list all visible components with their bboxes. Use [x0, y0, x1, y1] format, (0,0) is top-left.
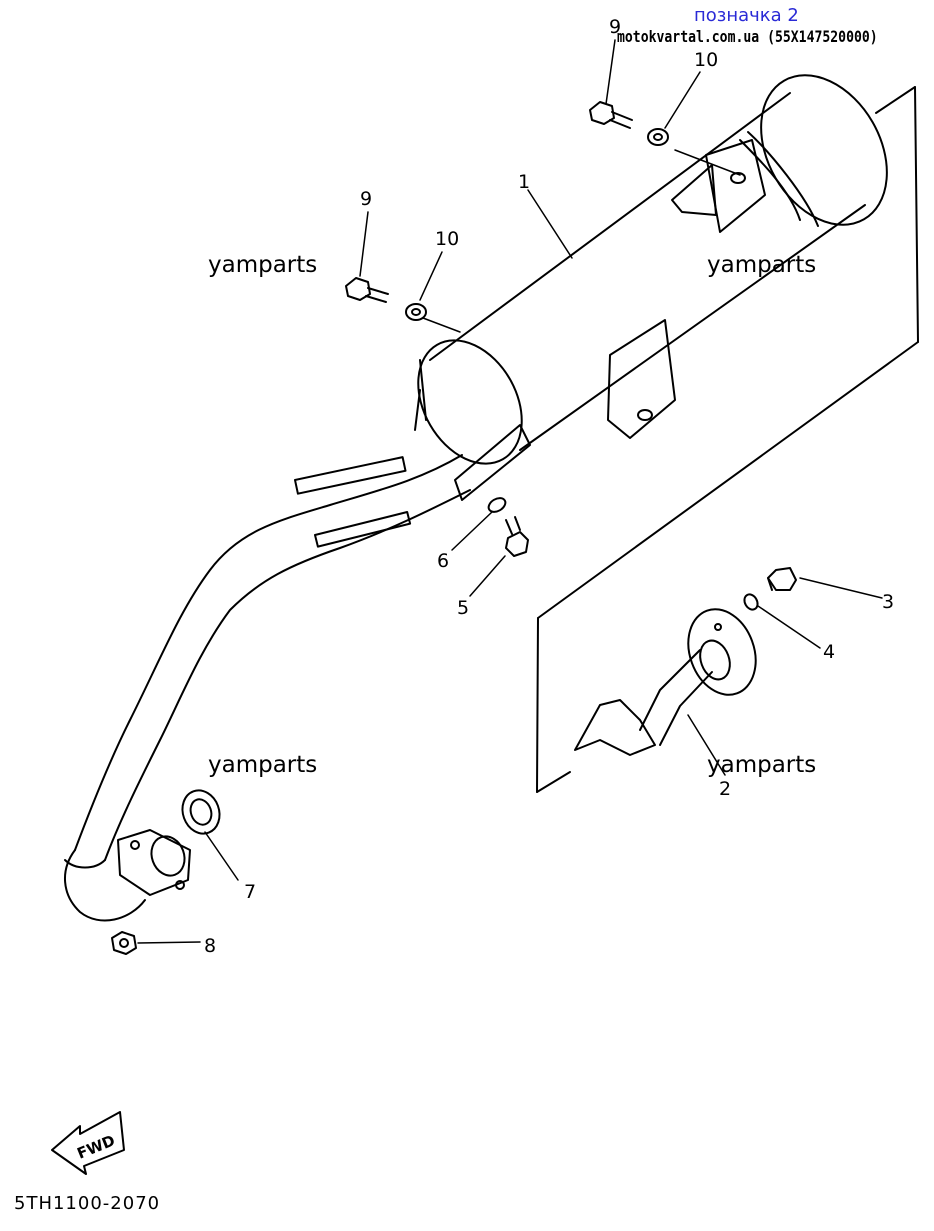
mount-bolt-rear: [589, 101, 633, 129]
callout-mount-washer-rear: 10: [694, 49, 718, 71]
callout-arrester-bolt: 3: [882, 591, 894, 613]
exhaust-pipe: [63, 454, 471, 922]
callout-mount-washer-front: 10: [435, 228, 459, 250]
watermark: yamparts: [707, 252, 817, 278]
callout-flange-nut: 8: [204, 935, 216, 957]
exhaust-flange: [117, 829, 191, 896]
callout-bracket-bolt: 5: [457, 597, 469, 619]
diagram-code: 5TH1100-2070: [14, 1193, 161, 1214]
fwd-label: FWD: [74, 1131, 117, 1162]
callout-bracket-washer: 6: [437, 550, 449, 572]
front-bracket: [607, 319, 676, 439]
callout-mount-bolt-rear: 9: [609, 16, 621, 38]
arrester-washer: [743, 593, 759, 611]
muffler-body: [417, 74, 888, 465]
source-reference: motokvartal.com.ua (55X147520000): [617, 27, 878, 46]
mount-washer-rear: [647, 128, 669, 146]
fwd-arrow-icon: [51, 1111, 125, 1175]
exhaust-gasket: [181, 789, 221, 835]
arrester-bolt: [767, 567, 797, 591]
watermark: yamparts: [208, 252, 318, 278]
watermark: yamparts: [208, 752, 318, 778]
spark-arrester: [574, 608, 757, 756]
callout-muffler: 1: [518, 171, 530, 193]
mount-bolt-front: [345, 277, 389, 303]
flange-nut: [111, 931, 137, 955]
rear-bracket: [671, 139, 766, 233]
muffler-frame: [414, 86, 919, 793]
watermark: yamparts: [707, 752, 817, 778]
bracket-washer: [487, 497, 507, 513]
callout-arrester-washer: 4: [823, 641, 835, 663]
mount-washer-front: [405, 303, 427, 321]
diagram-label: позначка 2: [694, 5, 799, 26]
callout-exhaust-gasket: 7: [244, 881, 256, 903]
bracket-bolt: [505, 516, 529, 557]
callout-spark-arrester: 2: [719, 778, 731, 800]
inner-bracket: [454, 424, 531, 501]
callout-mount-bolt-front: 9: [360, 188, 372, 210]
leader-lines: [137, 39, 883, 944]
